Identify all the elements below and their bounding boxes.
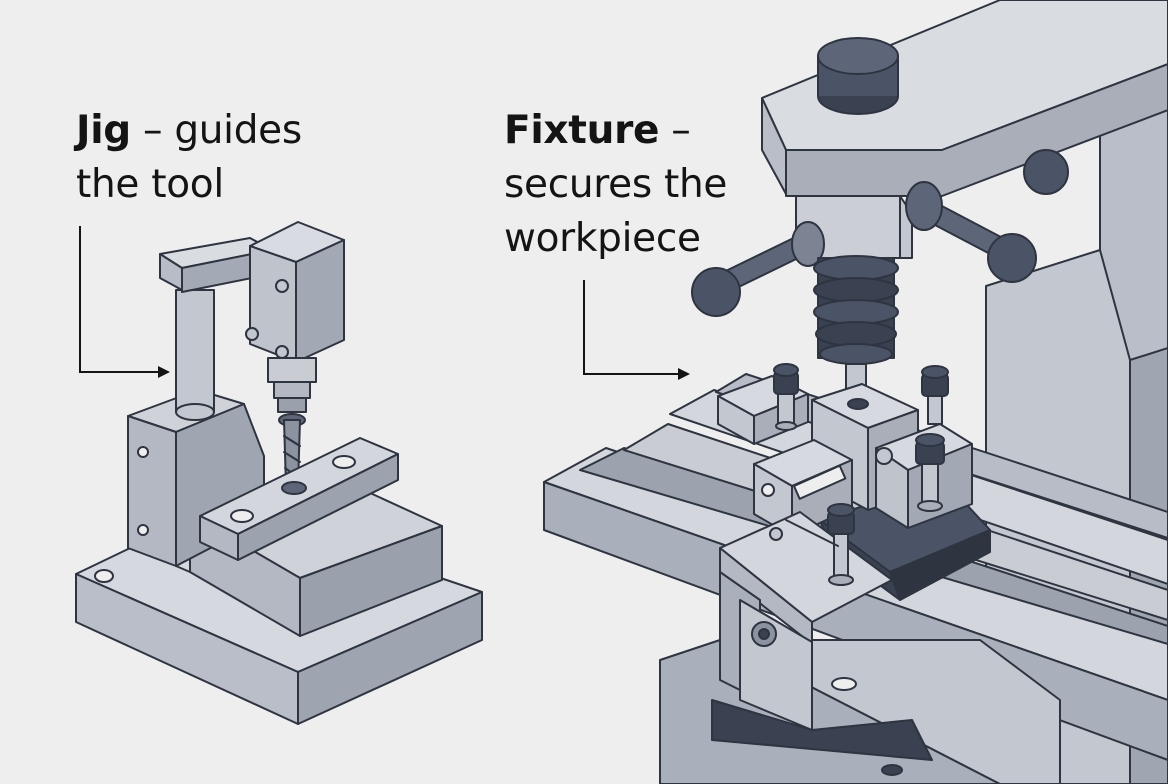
fixture-assembly — [543, 0, 1168, 784]
arrow-right-icon — [79, 226, 170, 378]
jig-line2: the tool — [76, 162, 224, 207]
fixture-left-clamp — [753, 439, 853, 537]
jig-line1-rest: guides — [174, 108, 302, 153]
base-hole — [94, 569, 114, 583]
jig-post — [175, 289, 215, 421]
clamp-screws — [769, 363, 949, 586]
fixture-line3: workpiece — [504, 216, 701, 261]
fixture-line2: secures the — [504, 162, 728, 207]
jig-guide-bar — [199, 437, 399, 561]
arrow-right-icon — [583, 280, 690, 380]
clamp-screw — [921, 365, 949, 425]
fixture-front-bracket — [711, 511, 933, 776]
machine-cap — [817, 37, 899, 115]
jig-assembly — [75, 221, 483, 725]
jig-label: Jig – guides the tool — [76, 104, 302, 212]
jig-dash: – — [130, 108, 175, 153]
fixture-dash: – — [659, 108, 691, 153]
fixture-term: Fixture — [504, 108, 660, 153]
jig-term: Jig — [76, 108, 131, 153]
jig-drill-head — [245, 221, 345, 363]
machine-spindle — [813, 255, 899, 410]
clamp-screw — [773, 363, 799, 431]
machine-handles — [691, 149, 1069, 317]
clamp-screw — [915, 433, 945, 512]
fixture-label: Fixture – secures the workpiece — [504, 104, 727, 266]
